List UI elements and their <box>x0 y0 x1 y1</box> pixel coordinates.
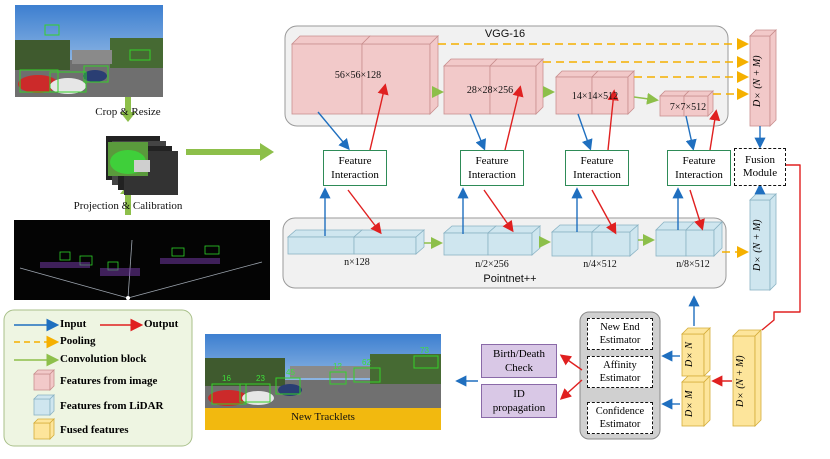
fi-2-line2: Interaction <box>468 169 516 181</box>
vgg-block-1-label: 56×56×128 <box>334 70 382 81</box>
estimator-1-line2: Estimator <box>599 335 641 346</box>
legend-lidar-features-label: Features from LiDAR <box>60 400 164 412</box>
process-2-line2: propagation <box>492 402 546 414</box>
split-top-label: D×N <box>684 342 695 368</box>
legend-output-label: Output <box>144 318 179 330</box>
fusion-line2: Module <box>742 167 778 179</box>
pointnet-block-3-label: n/4×512 <box>583 259 617 270</box>
fi-1-line2: Interaction <box>331 169 379 181</box>
vgg-block-3-label: 14×14×512 <box>571 91 619 102</box>
lidar-photo <box>14 220 270 300</box>
legend-glyphs <box>14 318 144 440</box>
track-id-5: 62 <box>362 358 371 367</box>
fi-2-line1: Feature <box>475 155 509 167</box>
fusion-line1: Fusion <box>745 154 775 166</box>
process-1-line2: Check <box>504 362 534 374</box>
road-photo-top <box>15 5 163 97</box>
id-propagation: ID propagation <box>481 384 557 418</box>
process-2-line1: ID <box>513 388 525 400</box>
estimator-3-line1: Confidence <box>595 406 645 417</box>
lidar-vector-label: D×(N + M) <box>752 219 763 271</box>
track-id-3: 45 <box>286 368 295 377</box>
vgg-title: VGG-16 <box>484 28 526 40</box>
process-1-line1: Birth/Death <box>493 348 545 360</box>
legend-image-features-label: Features from image <box>60 375 158 387</box>
fi-1-line1: Feature <box>338 155 372 167</box>
legend-pooling-label: Pooling <box>60 335 96 347</box>
legend-input-label: Input <box>60 318 87 330</box>
track-id-2: 23 <box>256 374 265 383</box>
fi-4-line1: Feature <box>682 155 716 167</box>
pointnet-block-4-label: n/8×512 <box>676 259 710 270</box>
crops-stack <box>106 136 178 195</box>
crop-resize-label: Crop & Resize <box>95 106 161 118</box>
estimator-1-line1: New End <box>600 322 640 333</box>
pointnet-block-1-label: n×128 <box>344 257 370 268</box>
legend-conv-label: Convolution block <box>60 353 147 365</box>
image-vector-label: D×(N + M) <box>752 55 763 107</box>
fi-3-line2: Interaction <box>573 169 621 181</box>
legend-fused-features-label: Fused features <box>60 424 129 436</box>
vgg-block-2-label: 28×28×256 <box>466 85 514 96</box>
estimator-3-line2: Estimator <box>599 419 641 430</box>
fused-vector-label: D×(N + M) <box>735 355 746 407</box>
projection-calibration-label: Projection & Calibration <box>73 200 183 212</box>
new-tracklets-banner: New Tracklets <box>291 411 355 423</box>
pointnet-title: Pointnet++ <box>483 273 537 285</box>
fi-4-line2: Interaction <box>675 169 723 181</box>
track-id-4: 12 <box>333 362 342 371</box>
vgg-block-4-label: 7×7×512 <box>669 102 707 113</box>
estimator-2-line2: Estimator <box>599 373 641 384</box>
track-id-1: 16 <box>222 374 231 383</box>
track-id-6: 73 <box>420 346 429 355</box>
pointnet-block-2-label: n/2×256 <box>475 259 509 270</box>
estimator-2-line1: Affinity <box>603 360 637 371</box>
split-bottom-label: D×M <box>684 390 695 418</box>
fi-3-line1: Feature <box>580 155 614 167</box>
tracklets-photo <box>205 334 441 430</box>
